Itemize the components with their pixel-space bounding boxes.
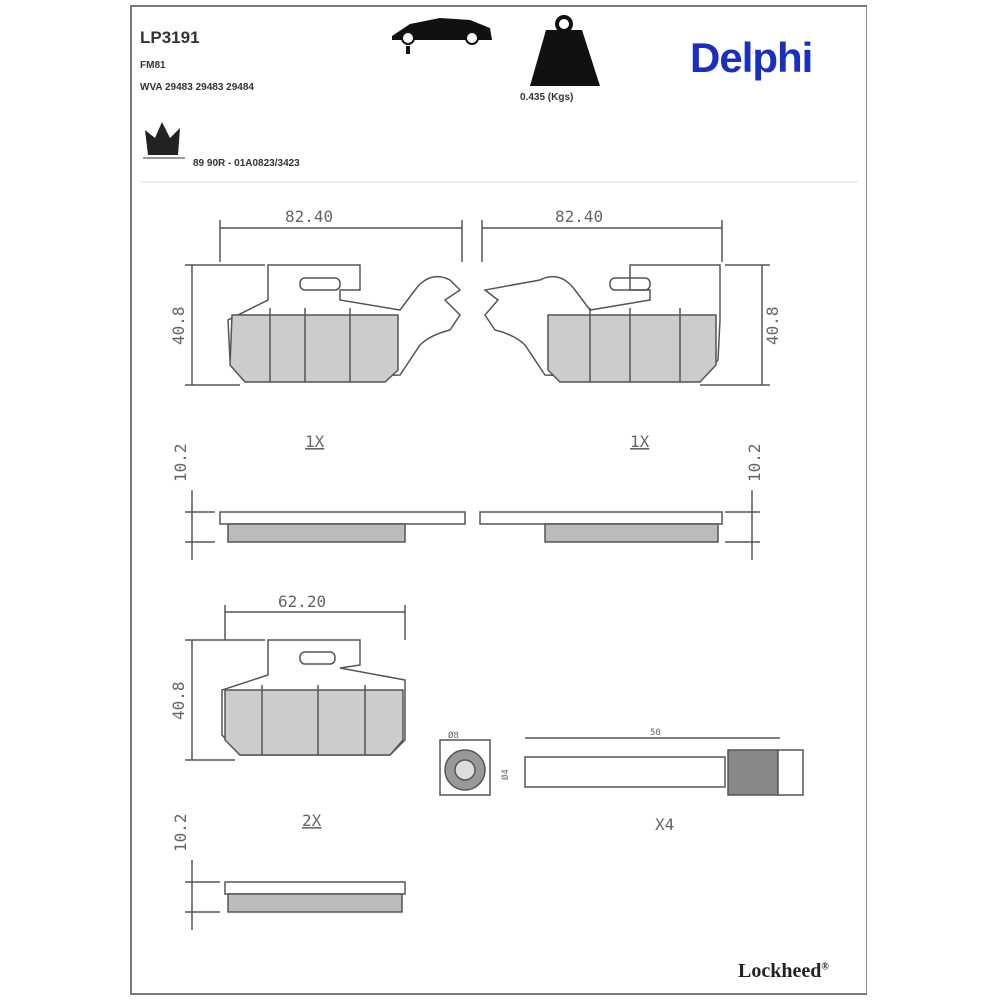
weight-value: 0.435 (Kgs): [520, 92, 574, 103]
qty-label-3: 2X: [302, 811, 322, 830]
car-icon: [392, 18, 492, 54]
pad-front-left: [227, 264, 462, 383]
weight-icon: [530, 15, 600, 86]
approval-number: 89 90R - 01A0823/3423: [193, 158, 300, 169]
registered-mark: ®: [821, 961, 829, 973]
pad-side-views: [185, 490, 760, 930]
delphi-logo: Delphi: [690, 34, 813, 81]
wva-numbers: WVA 29483 29483 29484: [140, 82, 254, 93]
guide-pin: [439, 737, 804, 796]
dim-thickness-2: 10.2: [745, 443, 764, 482]
dim-height-2: 40.8: [763, 306, 782, 345]
dim-height-1: 40.8: [169, 306, 188, 345]
part-number: LP3191: [140, 28, 200, 47]
dim-width-1: 82.40: [285, 207, 333, 226]
pad-front-right: [483, 264, 721, 383]
dim-thickness-1: 10.2: [171, 443, 190, 482]
dim-width-2: 82.40: [555, 207, 603, 226]
pin-diameter-2: Ø4: [500, 769, 511, 780]
fmsi-code: FM81: [140, 60, 166, 71]
pin-diameter: Ø8: [448, 730, 459, 741]
qty-label-2: 1X: [630, 432, 650, 451]
pin-length: 50: [650, 728, 661, 738]
dimension-lines-top: [185, 220, 770, 386]
lockheed-logo: Lockheed®: [738, 960, 829, 983]
drawing-frame: [130, 5, 867, 995]
eco-leaf-icon: [143, 122, 185, 159]
qty-label-1: 1X: [305, 432, 325, 451]
dim-height-3: 40.8: [169, 681, 188, 720]
dim-width-3: 62.20: [278, 592, 326, 611]
pin-qty: X4: [655, 815, 674, 834]
lockheed-text: Lockheed: [738, 960, 822, 982]
pad-rear: [185, 605, 406, 761]
dim-thickness-3: 10.2: [171, 813, 190, 852]
